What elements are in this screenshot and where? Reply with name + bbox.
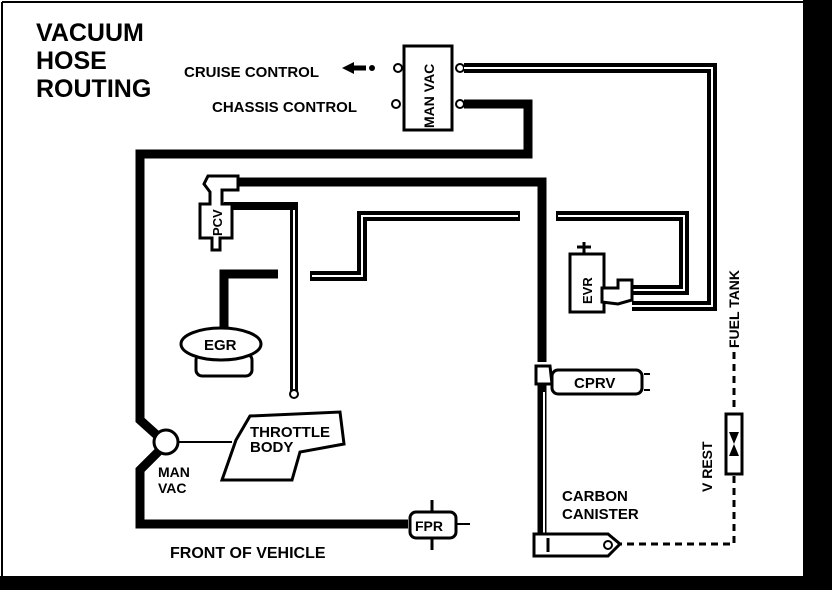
cprv-valve: CPRV bbox=[534, 364, 650, 396]
man-vac-label-1: MAN bbox=[158, 464, 190, 480]
cruise-control-arrow-icon bbox=[342, 62, 375, 74]
egr-valve: EGR bbox=[179, 326, 263, 378]
front-of-vehicle-label: FRONT OF VEHICLE bbox=[170, 545, 326, 562]
chassis-port-icon bbox=[391, 99, 401, 109]
man-vac-manifold-top: MAN VAC bbox=[393, 44, 465, 132]
carbon-canister: CARBON CANISTER bbox=[532, 488, 639, 558]
throttle-body: THROTTLE BODY bbox=[219, 389, 346, 482]
cprv-label: CPRV bbox=[574, 375, 615, 392]
fuel-tank-label: FUEL TANK bbox=[726, 270, 742, 348]
fuel-pressure-regulator: FPR bbox=[408, 500, 458, 550]
hose-pcv-top bbox=[236, 177, 547, 362]
pcv-label: PCV bbox=[210, 209, 225, 236]
fuel-tank-line bbox=[616, 352, 736, 546]
vacuum-restrictor: V REST bbox=[699, 412, 744, 492]
man-vac-top-label: MAN VAC bbox=[421, 64, 437, 128]
hose-chassis-loop bbox=[135, 99, 533, 442]
cruise-control-label: CRUISE CONTROL bbox=[184, 64, 319, 81]
fpr-label: FPR bbox=[415, 518, 443, 534]
egr-label: EGR bbox=[204, 337, 237, 354]
carbon-label-2: CANISTER bbox=[562, 506, 639, 523]
hose-egr bbox=[219, 269, 278, 336]
man-vac-label-2: VAC bbox=[158, 480, 187, 496]
man-vac-junction: MAN VAC bbox=[152, 428, 190, 496]
v-rest-label: V REST bbox=[699, 441, 715, 492]
title-line-3: ROUTING bbox=[36, 75, 151, 103]
title-line-2: HOSE bbox=[36, 47, 107, 75]
evr-solenoid: EVR bbox=[568, 242, 634, 314]
title-line-1: VACUUM bbox=[36, 19, 144, 47]
evr-label: EVR bbox=[580, 277, 595, 304]
carbon-label-1: CARBON bbox=[562, 488, 628, 505]
vacuum-hoses bbox=[135, 63, 717, 536]
pcv-valve: PCV bbox=[198, 174, 240, 252]
throttle-label-2: BODY bbox=[250, 439, 293, 456]
chassis-control-label: CHASSIS CONTROL bbox=[212, 99, 357, 116]
throttle-label-1: THROTTLE bbox=[250, 424, 330, 441]
diagram-title: VACUUM HOSE ROUTING bbox=[36, 19, 151, 103]
hose-manvac-to-fpr bbox=[135, 446, 408, 529]
